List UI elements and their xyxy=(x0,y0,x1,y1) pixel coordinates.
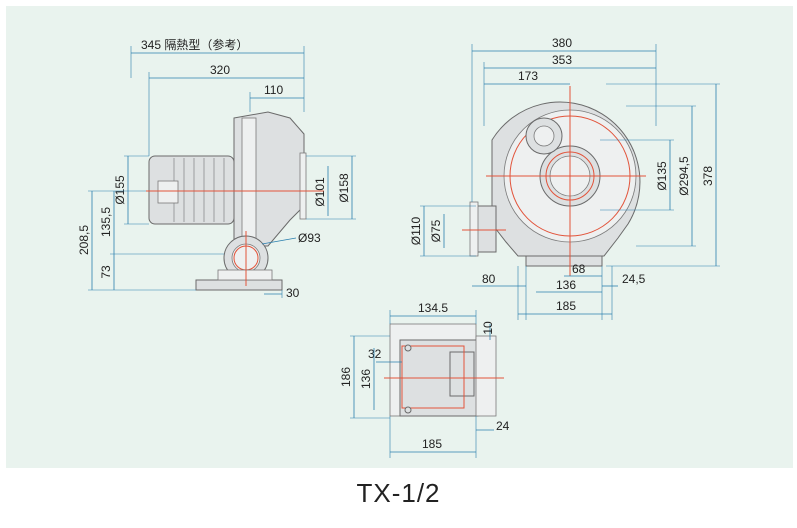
front-view-dimensions: 380 353 173 Ø135 Ø294,5 378 Ø110 Ø75 80 xyxy=(409,36,720,320)
dim-24-label: 24 xyxy=(496,419,510,433)
dim-136-label: 136 xyxy=(556,278,576,292)
terminal-box xyxy=(157,180,179,204)
dim-10-label: 10 xyxy=(481,321,495,335)
dim-110-label: 110 xyxy=(264,83,283,97)
dim-73-label: 73 xyxy=(99,265,113,279)
housing-rim xyxy=(241,117,257,245)
dim-d110-label: Ø110 xyxy=(409,216,423,245)
dim-1345-label: 134.5 xyxy=(418,301,448,315)
dim-d294-label: Ø294,5 xyxy=(677,156,691,196)
dim-185-top-label: 185 xyxy=(422,437,442,451)
dim-d75-label: Ø75 xyxy=(429,219,443,242)
dim-80-label: 80 xyxy=(482,272,496,286)
dim-378-label: 378 xyxy=(701,166,715,186)
motor-fins xyxy=(173,158,225,222)
dim-101-label: Ø101 xyxy=(313,177,327,207)
top-view xyxy=(384,323,504,417)
front-view xyxy=(462,86,646,276)
dim-185-front-label: 185 xyxy=(556,299,576,313)
impeller-outline xyxy=(401,345,465,409)
dim-158-label: Ø158 xyxy=(337,173,351,203)
dim-186-label: 186 xyxy=(339,367,353,387)
dim-d135-label: Ø135 xyxy=(655,161,669,191)
dim-173-label: 173 xyxy=(518,69,538,83)
side-view-dimensions: 345 隔熱型（参考） 320 110 Ø155 208,5 135,5 73 … xyxy=(77,37,356,300)
dim-136-top-label: 136 xyxy=(359,369,373,389)
front-base xyxy=(525,255,603,267)
dim-68-label: 68 xyxy=(572,262,586,276)
dim-155-label: Ø155 xyxy=(113,175,127,205)
base-foot xyxy=(195,279,283,291)
outlet-top xyxy=(449,351,475,397)
outlet-pipe xyxy=(475,205,497,253)
dim-135-label: 135,5 xyxy=(99,207,113,237)
dim-208-label: 208,5 xyxy=(77,225,91,255)
dim-380-label: 380 xyxy=(552,36,572,50)
top-view-dimensions: 134.5 10 32 186 136 24 185 xyxy=(339,301,510,458)
outlet-flange xyxy=(299,152,307,220)
dim-320-label: 320 xyxy=(210,63,230,77)
dim-30-label: 30 xyxy=(286,286,300,300)
dim-353-label: 353 xyxy=(552,53,572,67)
side-view xyxy=(146,111,324,291)
dim-93-label: Ø93 xyxy=(298,231,321,245)
drawing-canvas: 345 隔熱型（参考） 320 110 Ø155 208,5 135,5 73 … xyxy=(6,6,793,468)
dim-32-label: 32 xyxy=(368,347,382,361)
mount-hole xyxy=(404,344,412,352)
technical-drawing: 345 隔熱型（参考） 320 110 Ø155 208,5 135,5 73 … xyxy=(77,36,720,458)
dim-345-label: 345 隔熱型（参考） xyxy=(141,37,248,52)
model-caption: TX-1/2 xyxy=(356,478,441,508)
dim-245-label: 24,5 xyxy=(622,272,646,286)
